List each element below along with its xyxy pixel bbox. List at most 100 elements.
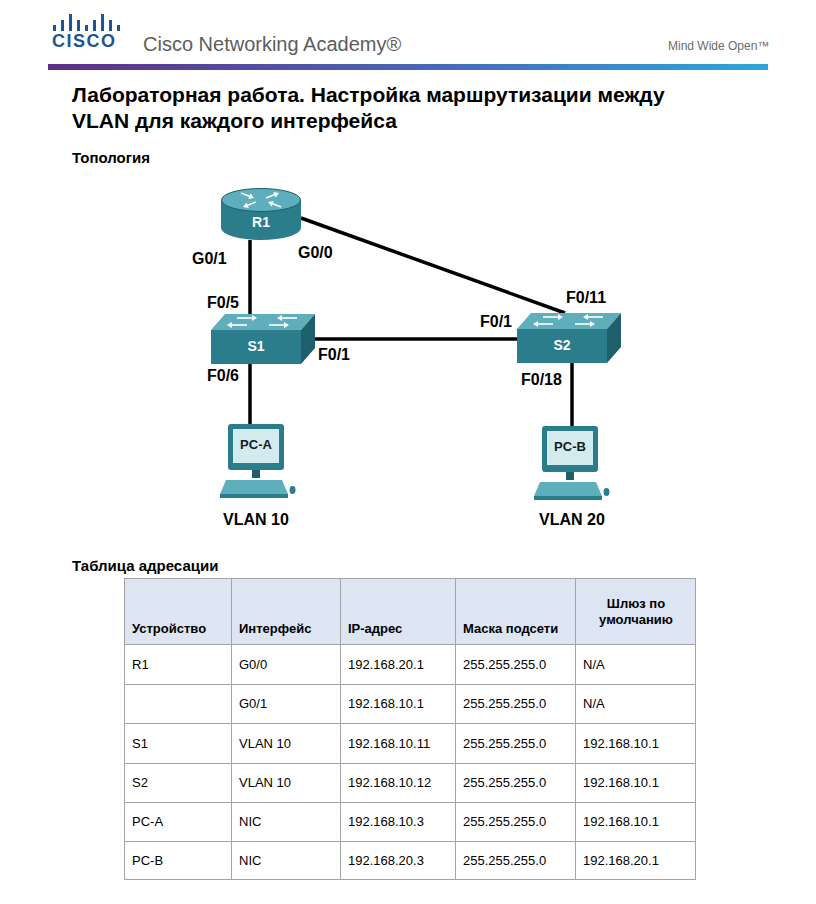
icon-arrowhead xyxy=(273,192,279,198)
table-rule xyxy=(124,763,696,764)
table-rule xyxy=(124,723,696,724)
switch-front xyxy=(211,330,301,364)
table-rule xyxy=(124,802,696,803)
pc-keyboard-edge xyxy=(220,494,288,498)
icon-arrowhead xyxy=(590,321,595,327)
table-cell: 192.168.10.1 xyxy=(576,724,696,763)
table-cell: N/A xyxy=(576,685,696,723)
port-label: F0/18 xyxy=(521,370,562,389)
switch-top xyxy=(517,313,621,329)
device-name: PC-A xyxy=(233,437,279,453)
table-rule xyxy=(124,578,696,579)
table-cell: 192.168.10.1 xyxy=(576,764,696,802)
device-name: R1 xyxy=(221,214,301,231)
logo-bar xyxy=(69,14,72,31)
cell-text: NIC xyxy=(239,814,261,830)
cell-text: 192.168.10.11 xyxy=(348,736,430,752)
table-cell: 255.255.255.0 xyxy=(456,685,575,723)
cell-text: IP-адрес xyxy=(348,621,402,637)
table-cell: N/A xyxy=(576,645,696,684)
pc-monitor xyxy=(542,426,598,472)
switch-icon: S2 xyxy=(517,313,621,363)
table-cell: VLAN 10 xyxy=(232,724,340,763)
device-name: PC-B xyxy=(547,439,593,455)
table-header-cell: Интерфейс xyxy=(232,579,340,644)
vlan-label: VLAN 20 xyxy=(522,510,622,529)
cell-text: PC-B xyxy=(132,853,163,869)
cell-text: PC-A xyxy=(132,814,163,830)
icon-arrow xyxy=(269,324,286,326)
cell-text: 192.168.10.3 xyxy=(348,814,424,830)
table-rule xyxy=(124,879,696,880)
cell-text: S2 xyxy=(132,775,148,791)
table-cell: PC-B xyxy=(125,842,231,880)
icon-arrowhead xyxy=(268,201,274,207)
brand-name: Cisco Networking Academy® xyxy=(143,32,401,56)
table-rule xyxy=(124,644,696,645)
pc-icon: PC-A xyxy=(220,424,296,502)
vlan-label: VLAN 10 xyxy=(206,510,306,529)
icon-arrow xyxy=(280,317,297,319)
table-cell: G0/1 xyxy=(232,685,340,723)
icon-arrowhead xyxy=(252,315,257,321)
cell-text: 255.255.255.0 xyxy=(463,853,546,869)
table-cell: 192.168.20.3 xyxy=(341,842,455,880)
device-name: S2 xyxy=(517,337,607,354)
icon-arrowhead xyxy=(533,321,538,327)
section-heading: Таблица адресации xyxy=(72,557,218,575)
cell-text: VLAN 10 xyxy=(239,736,291,752)
logo-bar xyxy=(109,20,112,31)
port-label: G0/0 xyxy=(298,243,333,262)
cell-text: 192.168.20.3 xyxy=(348,853,424,869)
pc-screen xyxy=(233,429,279,463)
table-cell: 192.168.10.3 xyxy=(341,803,455,841)
table-rule xyxy=(124,841,696,842)
cell-text: 255.255.255.0 xyxy=(463,696,546,712)
pc-monitor xyxy=(228,424,284,470)
cell-text: 192.168.20.1 xyxy=(348,657,424,673)
table-rule xyxy=(575,578,576,880)
icon-arrowhead xyxy=(558,314,563,320)
cell-text: 192.168.10.1 xyxy=(583,736,659,752)
table-cell: 255.255.255.0 xyxy=(456,645,575,684)
cell-text: 192.168.10.12 xyxy=(348,775,431,791)
cell-text: 192.168.10.1 xyxy=(583,775,659,791)
table-cell: PC-A xyxy=(125,803,231,841)
cell-text: G0/1 xyxy=(239,696,267,712)
cell-text: R1 xyxy=(132,657,149,673)
logo-bar xyxy=(61,20,64,31)
icon-arrow xyxy=(575,323,592,325)
table-cell: 192.168.10.1 xyxy=(576,803,696,841)
cell-text: 255.255.255.0 xyxy=(463,775,546,791)
pc-stand xyxy=(566,472,574,480)
icon-art xyxy=(534,426,610,504)
cell-text: VLAN 10 xyxy=(239,775,291,791)
table-rule xyxy=(124,578,125,880)
table-cell: 192.168.20.1 xyxy=(576,842,696,880)
router-icon: R1 xyxy=(221,188,301,240)
table-cell: 255.255.255.0 xyxy=(456,803,575,841)
icon-arrowhead xyxy=(243,202,249,208)
header-rule xyxy=(48,64,768,70)
switch-side xyxy=(607,313,621,363)
icon-arrow xyxy=(543,316,560,318)
switch-side xyxy=(301,314,315,364)
network-link xyxy=(315,337,517,341)
icon-arrow xyxy=(230,324,247,326)
table-rule xyxy=(695,578,696,880)
cell-text: 255.255.255.0 xyxy=(463,814,546,830)
icon-arrowhead xyxy=(248,193,254,199)
table-cell: 192.168.10.11 xyxy=(341,724,455,763)
cell-text: Маска подсети xyxy=(463,621,558,637)
cell-text: S1 xyxy=(132,736,148,752)
pc-keyboard xyxy=(534,482,602,496)
table-rule xyxy=(455,578,456,880)
icon-art xyxy=(220,424,296,502)
table-rule xyxy=(340,578,341,880)
table-cell: S1 xyxy=(125,724,231,763)
logo-bar xyxy=(101,14,104,31)
icon-arrow xyxy=(586,316,603,318)
icon-arrowhead xyxy=(227,322,232,328)
cell-text: NIC xyxy=(239,853,261,869)
table-header-cell: IP-адрес xyxy=(341,579,455,644)
